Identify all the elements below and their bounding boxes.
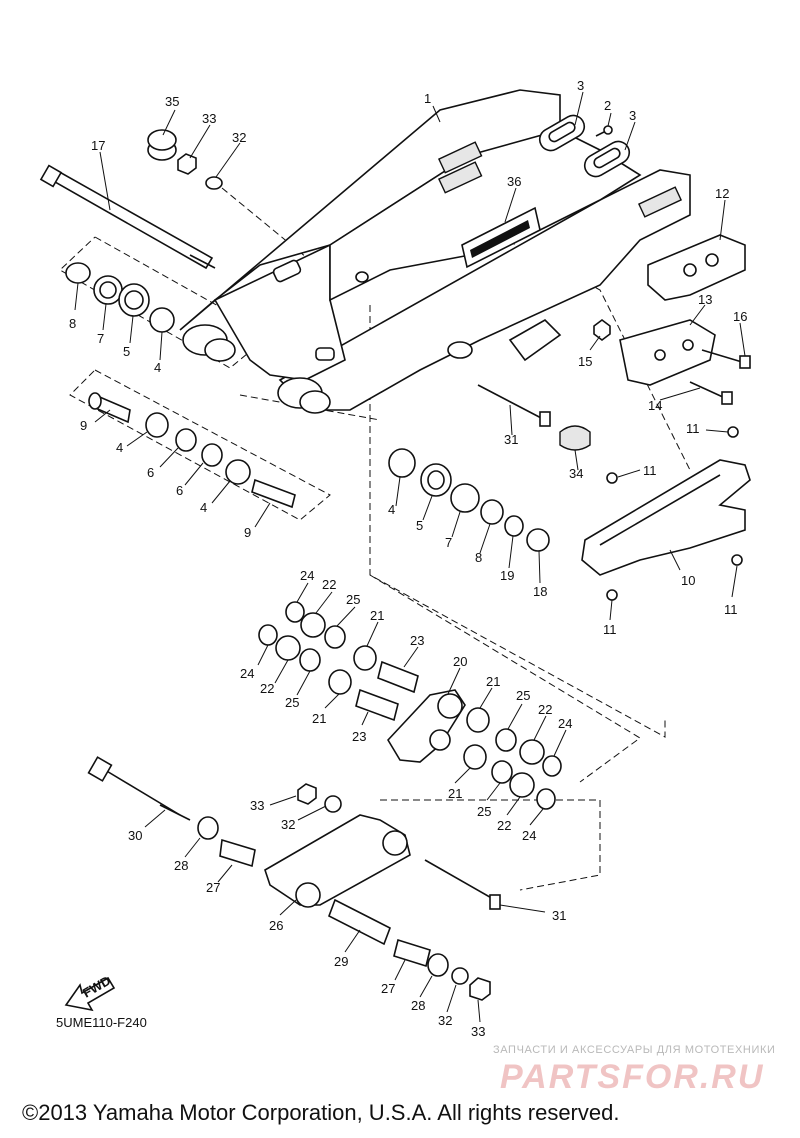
callout-label: 36 [507, 174, 521, 189]
callout-label: 18 [533, 584, 547, 599]
diagram-code: 5UME110-F240 [56, 1015, 147, 1030]
callout-label: 33 [202, 111, 216, 126]
callout-label: 21 [312, 711, 326, 726]
pivot-bearings-right [388, 448, 550, 552]
callout-labels: 1 2 3 3 4 4 4 4 4 5 5 6 6 7 7 8 8 9 9 10… [69, 78, 747, 1039]
bolts-upper-right [593, 319, 751, 405]
callout-label: 25 [285, 695, 299, 710]
callout-label: 24 [558, 716, 572, 731]
callout-label: 27 [381, 981, 395, 996]
pivot-bushings-left [88, 392, 296, 509]
callout-label: 3 [629, 108, 636, 123]
callout-label: 34 [569, 466, 583, 481]
warning-label [461, 206, 541, 269]
callout-label: 4 [116, 440, 123, 455]
callout-label: 6 [176, 483, 183, 498]
callout-label: 11 [603, 622, 617, 637]
callout-label: 17 [91, 138, 105, 153]
callout-label: 1 [424, 91, 431, 106]
leader-lines [74, 91, 746, 1023]
callout-label: 16 [733, 309, 747, 324]
callout-label: 22 [260, 681, 274, 696]
callout-label: 5 [416, 518, 423, 533]
collar-top-left [147, 129, 223, 190]
callout-label: 26 [269, 918, 283, 933]
callout-label: 32 [232, 130, 246, 145]
callout-label: 13 [698, 292, 712, 307]
callout-label: 2 [604, 98, 611, 113]
callout-label: 32 [438, 1013, 452, 1028]
chain-adjuster-plates [538, 114, 631, 178]
callout-label: 11 [686, 421, 700, 436]
callout-label: 6 [147, 465, 154, 480]
callout-label: 14 [648, 398, 662, 413]
swingarm [179, 89, 691, 414]
callout-label: 7 [97, 331, 104, 346]
relay-arm-group [258, 601, 562, 810]
callout-label: 20 [453, 654, 467, 669]
callout-label: 4 [388, 502, 395, 517]
callout-label: 28 [411, 998, 425, 1013]
callout-label: 9 [244, 525, 251, 540]
watermark-tagline: ЗАПЧАСТИ И АКСЕССУАРЫ ДЛЯ МОТОТЕХНИКИ [493, 1044, 776, 1056]
callout-label: 22 [538, 702, 552, 717]
callout-label: 19 [500, 568, 514, 583]
callout-label: 24 [300, 568, 314, 583]
callout-label: 33 [471, 1024, 485, 1039]
callout-label: 21 [486, 674, 500, 689]
callout-label: 32 [281, 817, 295, 832]
callout-label: 5 [123, 344, 130, 359]
callout-label: 24 [240, 666, 254, 681]
callout-label: 28 [174, 858, 188, 873]
callout-label: 11 [643, 463, 657, 478]
callout-label: 22 [497, 818, 511, 833]
callout-label: 25 [516, 688, 530, 703]
callout-label: 7 [445, 535, 452, 550]
callout-label: 31 [552, 908, 566, 923]
callout-label: 24 [522, 828, 536, 843]
callout-label: 15 [578, 354, 592, 369]
callout-label: 25 [477, 804, 491, 819]
callout-label: 21 [370, 608, 384, 623]
callout-label: 10 [681, 573, 695, 588]
callout-label: 35 [165, 94, 179, 109]
callout-label: 23 [410, 633, 424, 648]
callout-label: 4 [200, 500, 207, 515]
shock-bolt-upper [477, 384, 591, 451]
chain-slider [581, 426, 751, 601]
callout-label: 25 [346, 592, 360, 607]
callout-label: 8 [69, 316, 76, 331]
callout-label: 12 [715, 186, 729, 201]
callout-label: 27 [206, 880, 220, 895]
callout-label: 22 [322, 577, 336, 592]
callout-label: 23 [352, 729, 366, 744]
callout-label: 31 [504, 432, 518, 447]
callout-label: 11 [724, 602, 738, 617]
chain-guide-blocks [619, 234, 746, 386]
callout-label: 33 [250, 798, 264, 813]
callout-label: 30 [128, 828, 142, 843]
callout-label: 9 [80, 418, 87, 433]
connecting-rod-group [87, 756, 501, 1001]
callout-label: 21 [448, 786, 462, 801]
copyright-notice: ©2013 Yamaha Motor Corporation, U.S.A. A… [22, 1100, 620, 1125]
callout-label: 3 [577, 78, 584, 93]
fwd-arrow: FWD [64, 973, 116, 1012]
watermark-brand: PARTSFOR.RU [500, 1058, 765, 1096]
pivot-shaft [39, 164, 216, 270]
callout-label: 8 [475, 550, 482, 565]
pivot-bearings-left [65, 262, 175, 333]
callout-label: 4 [154, 360, 161, 375]
callout-label: 29 [334, 954, 348, 969]
